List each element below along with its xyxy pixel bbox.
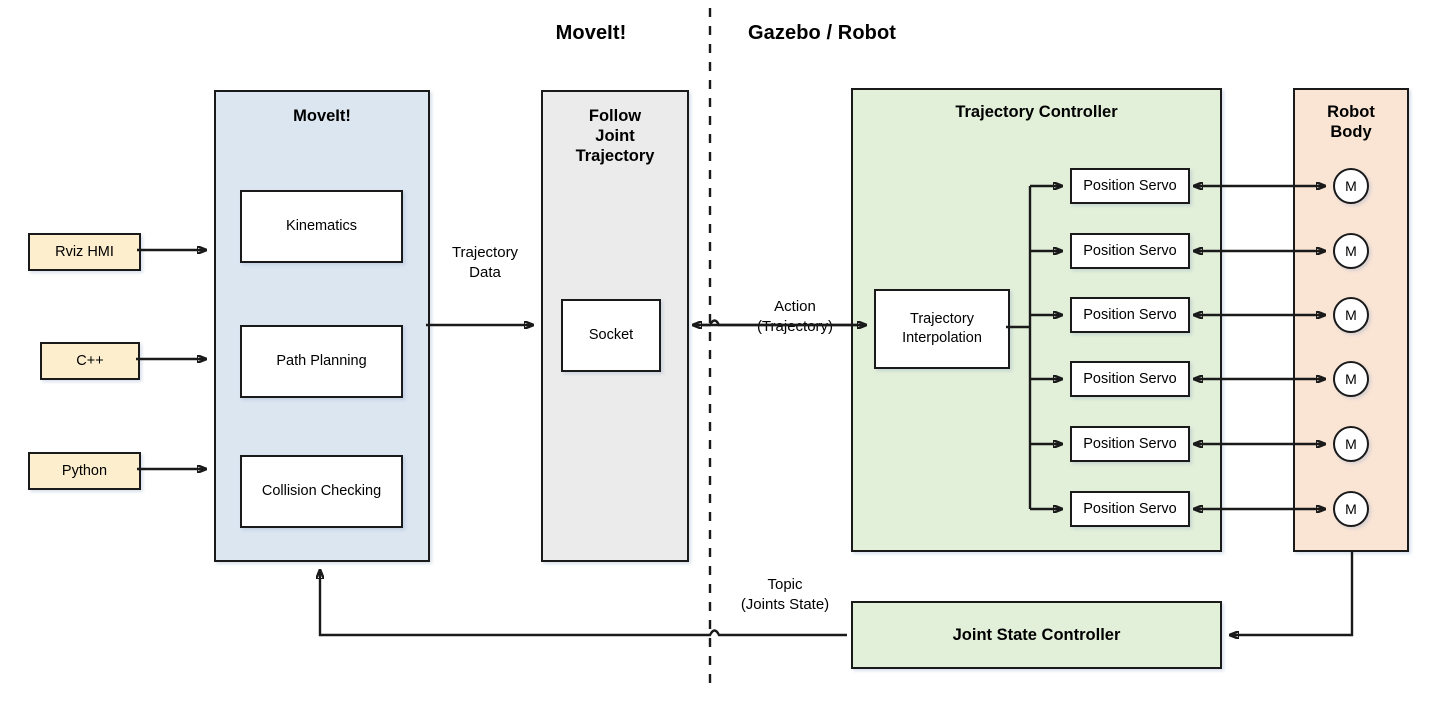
position-servo-1-label: Position Servo bbox=[1083, 177, 1177, 194]
motor-4-label: M bbox=[1345, 371, 1357, 387]
follow-joint-trajectory-title: Follow Joint Trajectory bbox=[575, 107, 655, 165]
trajectory-interpolation-label: Trajectory Interpolation bbox=[902, 311, 982, 346]
module-path-planning[interactable]: Path Planning bbox=[240, 325, 403, 398]
robot-body-title: Robot Body bbox=[1327, 103, 1375, 141]
position-servo-3[interactable]: Position Servo bbox=[1070, 297, 1190, 333]
position-servo-4[interactable]: Position Servo bbox=[1070, 361, 1190, 397]
position-servo-5-label: Position Servo bbox=[1083, 435, 1177, 452]
motor-4[interactable]: M bbox=[1333, 361, 1369, 397]
motor-1[interactable]: M bbox=[1333, 168, 1369, 204]
socket-box[interactable]: Socket bbox=[561, 299, 661, 372]
position-servo-6[interactable]: Position Servo bbox=[1070, 491, 1190, 527]
motor-3[interactable]: M bbox=[1333, 297, 1369, 333]
input-box-cpp-label: C++ bbox=[76, 352, 104, 369]
joint-state-controller-label: Joint State Controller bbox=[952, 625, 1121, 644]
module-collision-checking-label: Collision Checking bbox=[261, 483, 382, 499]
motor-5-label: M bbox=[1345, 436, 1357, 452]
input-box-rviz-hmi-label: Rviz HMI bbox=[55, 243, 114, 260]
input-box-python-label: Python bbox=[61, 462, 108, 479]
position-servo-5[interactable]: Position Servo bbox=[1070, 426, 1190, 462]
input-box-python[interactable]: Python bbox=[28, 452, 141, 490]
motor-6-label: M bbox=[1345, 501, 1357, 517]
input-box-cpp[interactable]: C++ bbox=[40, 342, 140, 380]
position-servo-2-label: Position Servo bbox=[1083, 242, 1177, 259]
trajectory-controller-title: Trajectory Controller bbox=[955, 103, 1118, 121]
module-collision-checking[interactable]: Collision Checking bbox=[240, 455, 403, 528]
topic-joints-state-label: Topic (Joints State) bbox=[740, 576, 830, 613]
position-servo-6-label: Position Servo bbox=[1083, 500, 1177, 517]
motor-6[interactable]: M bbox=[1333, 491, 1369, 527]
position-servo-4-label: Position Servo bbox=[1083, 370, 1177, 387]
section-header-gazebo-robot: Gazebo / Robot bbox=[748, 22, 897, 44]
motor-1-label: M bbox=[1345, 178, 1357, 194]
motor-3-label: M bbox=[1345, 307, 1357, 323]
socket-label: Socket bbox=[588, 327, 634, 343]
module-kinematics-label: Kinematics bbox=[286, 218, 357, 234]
trajectory-data-label: Trajectory Data bbox=[451, 244, 519, 281]
joint-state-controller-box[interactable]: Joint State Controller bbox=[851, 601, 1222, 669]
action-trajectory-label: Action (Trajectory) bbox=[756, 298, 834, 335]
wire-robotbody-to-jointstate bbox=[1230, 552, 1354, 635]
motor-5[interactable]: M bbox=[1333, 426, 1369, 462]
position-servo-1[interactable]: Position Servo bbox=[1070, 168, 1190, 204]
motor-2-label: M bbox=[1345, 243, 1357, 259]
motor-2[interactable]: M bbox=[1333, 233, 1369, 269]
position-servo-3-label: Position Servo bbox=[1083, 306, 1177, 323]
input-box-rviz-hmi[interactable]: Rviz HMI bbox=[28, 233, 141, 271]
trajectory-interpolation-box[interactable]: Trajectory Interpolation bbox=[874, 289, 1010, 369]
section-header-moveit: MoveIt! bbox=[555, 22, 627, 44]
position-servo-2[interactable]: Position Servo bbox=[1070, 233, 1190, 269]
moveit-container-title: MoveIt! bbox=[293, 107, 351, 125]
module-kinematics[interactable]: Kinematics bbox=[240, 190, 403, 263]
module-path-planning-label: Path Planning bbox=[276, 353, 367, 369]
